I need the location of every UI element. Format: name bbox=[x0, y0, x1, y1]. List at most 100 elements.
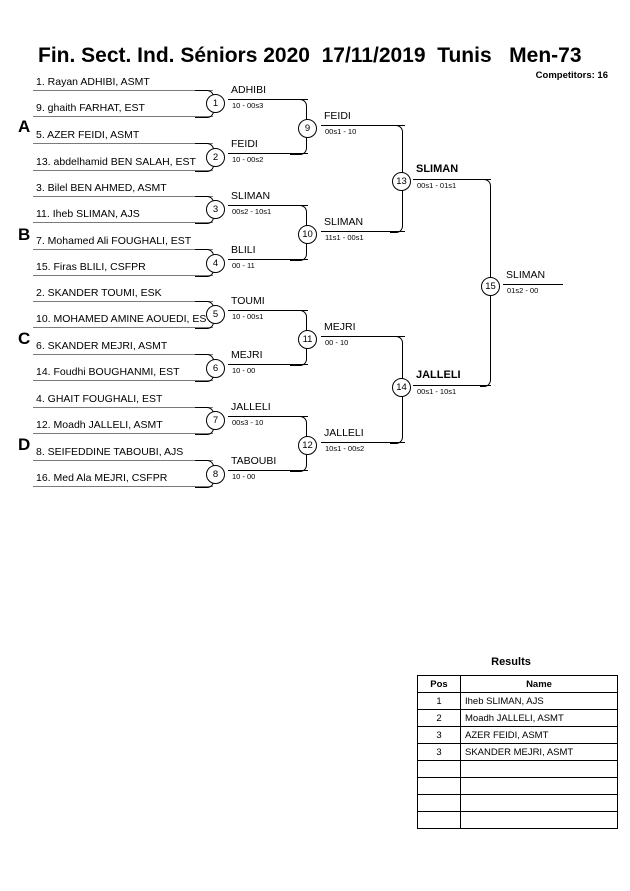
bout-line-10 bbox=[321, 231, 405, 232]
bout-line-15 bbox=[503, 284, 563, 285]
result-name bbox=[460, 760, 618, 778]
bout-score-15: 01s2 - 00 bbox=[507, 286, 539, 295]
bout-winner-4: BLILI bbox=[231, 244, 256, 256]
bout-circle-1[interactable]: 1 bbox=[206, 94, 225, 113]
result-pos: 2 bbox=[417, 709, 461, 727]
bout-winner-11: MEJRI bbox=[324, 321, 356, 333]
entry-line-12 bbox=[33, 380, 213, 381]
entry-11[interactable]: 6. SKANDER MEJRI, ASMT bbox=[36, 340, 168, 352]
group-letter-b: B bbox=[18, 225, 31, 244]
entry-1[interactable]: 1. Rayan ADHIBI, ASMT bbox=[36, 76, 150, 88]
result-name: Moadh JALLELI, ASMT bbox=[460, 709, 618, 727]
bout-circle-2[interactable]: 2 bbox=[206, 148, 225, 167]
bout-circle-10[interactable]: 10 bbox=[298, 225, 317, 244]
results-title: Results bbox=[491, 656, 531, 668]
entry-15[interactable]: 8. SEIFEDDINE TABOUBI, AJS bbox=[36, 446, 184, 458]
bout-score-4: 00 - 11 bbox=[232, 261, 255, 270]
bout-line-14 bbox=[413, 385, 491, 386]
table-row[interactable] bbox=[417, 777, 618, 795]
entry-13[interactable]: 4. GHAIT FOUGHALI, EST bbox=[36, 393, 163, 405]
table-row[interactable]: 1 Iheb SLIMAN, AJS bbox=[417, 692, 618, 710]
entry-9[interactable]: 2. SKANDER TOUMI, ESK bbox=[36, 287, 162, 299]
bout-line-13 bbox=[413, 179, 491, 180]
entry-line-6 bbox=[33, 222, 213, 223]
bout-circle-14[interactable]: 14 bbox=[392, 378, 411, 397]
bout-circle-9[interactable]: 9 bbox=[298, 119, 317, 138]
bout-line-1 bbox=[228, 99, 308, 100]
table-row[interactable]: 3 SKANDER MEJRI, ASMT bbox=[417, 743, 618, 761]
result-pos bbox=[417, 777, 461, 795]
result-name: SKANDER MEJRI, ASMT bbox=[460, 743, 618, 761]
results-table: Pos Name 1 Iheb SLIMAN, AJS 2 Moadh JALL… bbox=[417, 675, 618, 829]
bout-winner-7: JALLELI bbox=[231, 401, 271, 413]
bout-line-3 bbox=[228, 205, 308, 206]
table-row[interactable]: 3 AZER FEIDI, ASMT bbox=[417, 726, 618, 744]
result-pos bbox=[417, 811, 461, 829]
bout-score-5: 10 - 00s1 bbox=[232, 312, 264, 321]
bout-circle-7[interactable]: 7 bbox=[206, 411, 225, 430]
bout-circle-13[interactable]: 13 bbox=[392, 172, 411, 191]
entry-line-4 bbox=[33, 170, 213, 171]
entry-line-9 bbox=[33, 301, 213, 302]
entry-line-15 bbox=[33, 460, 213, 461]
entry-line-14 bbox=[33, 433, 213, 434]
bout-score-14: 00s1 - 10s1 bbox=[417, 387, 457, 396]
result-pos bbox=[417, 760, 461, 778]
bout-line-7 bbox=[228, 416, 308, 417]
table-row[interactable] bbox=[417, 794, 618, 812]
bout-winner-13: SLIMAN bbox=[416, 163, 459, 175]
bout-winner-10: SLIMAN bbox=[324, 216, 364, 228]
entry-line-8 bbox=[33, 275, 213, 276]
bout-score-7: 00s3 - 10 bbox=[232, 418, 264, 427]
result-name bbox=[460, 777, 618, 795]
result-pos bbox=[417, 794, 461, 812]
entry-line-7 bbox=[33, 249, 213, 250]
bout-line-2 bbox=[228, 153, 308, 154]
bout-line-4 bbox=[228, 259, 308, 260]
bout-winner-2: FEIDI bbox=[231, 138, 258, 150]
entry-line-1 bbox=[33, 90, 213, 91]
entry-12[interactable]: 14. Foudhi BOUGHANMI, EST bbox=[36, 366, 180, 378]
result-name bbox=[460, 794, 618, 812]
table-row[interactable]: 2 Moadh JALLELI, ASMT bbox=[417, 709, 618, 727]
bout-line-9 bbox=[321, 125, 405, 126]
bout-line-6 bbox=[228, 364, 308, 365]
group-letter-c: C bbox=[18, 329, 31, 348]
table-row[interactable] bbox=[417, 811, 618, 829]
entry-14[interactable]: 12. Moadh JALLELI, ASMT bbox=[36, 419, 163, 431]
bout-circle-15[interactable]: 15 bbox=[481, 277, 500, 296]
results-col-name: Name bbox=[460, 675, 618, 693]
bout-circle-8[interactable]: 8 bbox=[206, 465, 225, 484]
bout-circle-12[interactable]: 12 bbox=[298, 436, 317, 455]
bout-score-13: 00s1 - 01s1 bbox=[417, 181, 457, 190]
bout-circle-5[interactable]: 5 bbox=[206, 305, 225, 324]
entry-8[interactable]: 15. Firas BLILI, CSFPR bbox=[36, 261, 146, 273]
table-row[interactable] bbox=[417, 760, 618, 778]
entry-line-5 bbox=[33, 196, 213, 197]
bout-score-2: 10 - 00s2 bbox=[232, 155, 264, 164]
entry-10[interactable]: 10. MOHAMED AMINE AOUEDI, EST bbox=[36, 313, 213, 325]
group-letter-d: D bbox=[18, 435, 31, 454]
bout-winner-15: SLIMAN bbox=[506, 269, 546, 281]
entry-line-13 bbox=[33, 407, 213, 408]
entry-5[interactable]: 3. Bilel BEN AHMED, ASMT bbox=[36, 182, 167, 194]
entry-2[interactable]: 9. ghaith FARHAT, EST bbox=[36, 102, 145, 114]
bout-circle-6[interactable]: 6 bbox=[206, 359, 225, 378]
entry-6[interactable]: 11. Iheb SLIMAN, AJS bbox=[36, 208, 140, 220]
results-header-row: Pos Name bbox=[417, 675, 618, 693]
entry-line-16 bbox=[33, 486, 213, 487]
bout-line-12 bbox=[321, 442, 405, 443]
bout-circle-4[interactable]: 4 bbox=[206, 254, 225, 273]
bout-winner-9: FEIDI bbox=[324, 110, 351, 122]
entry-16[interactable]: 16. Med Ala MEJRI, CSFPR bbox=[36, 472, 168, 484]
entry-line-2 bbox=[33, 116, 213, 117]
bout-circle-11[interactable]: 11 bbox=[298, 330, 317, 349]
bout-circle-3[interactable]: 3 bbox=[206, 200, 225, 219]
entry-line-10 bbox=[33, 327, 213, 328]
entry-line-3 bbox=[33, 143, 213, 144]
entry-3[interactable]: 5. AZER FEIDI, ASMT bbox=[36, 129, 140, 141]
entry-4[interactable]: 13. abdelhamid BEN SALAH, EST bbox=[36, 156, 196, 168]
result-pos: 3 bbox=[417, 743, 461, 761]
entry-7[interactable]: 7. Mohamed Ali FOUGHALI, EST bbox=[36, 235, 192, 247]
